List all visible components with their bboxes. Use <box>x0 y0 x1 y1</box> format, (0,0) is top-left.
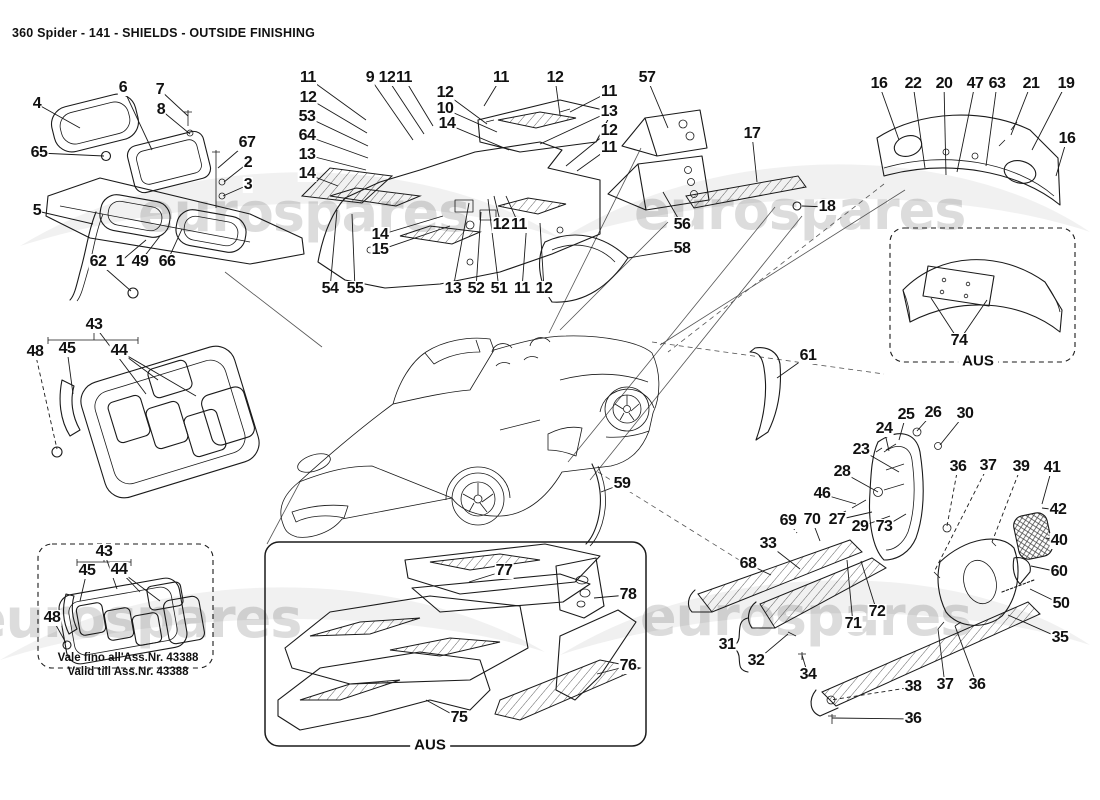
aus-label-top: AUS <box>958 353 998 369</box>
part-sketch-underbody-aus-group <box>264 541 647 747</box>
part-sketch-gasket-tray <box>45 93 305 302</box>
car-illustration <box>280 335 660 538</box>
part-sketch-side-intake-shield <box>47 333 260 499</box>
part-sketch-sill-covers <box>687 539 1041 724</box>
part-sketch-side-intake-shield-early <box>37 543 214 669</box>
validity-note: Vale fino all'Ass.Nr. 43388 Valid till A… <box>22 651 234 680</box>
part-sketch-quarter-shield <box>839 427 1053 626</box>
part-sketch-wheelarch-trims <box>585 347 781 547</box>
part-sketch-rear-bumper-aus <box>889 227 1076 363</box>
part-sketch-underbody-shield <box>300 99 807 303</box>
validity-line-en: Valid till Ass.Nr. 43388 <box>67 666 189 679</box>
aus-label-bottom: AUS <box>410 737 450 753</box>
construction-lines <box>224 147 906 564</box>
validity-line-it: Vale fino all'Ass.Nr. 43388 <box>57 652 199 664</box>
page-title: 360 Spider - 141 - SHIELDS - OUTSIDE FIN… <box>12 26 316 40</box>
